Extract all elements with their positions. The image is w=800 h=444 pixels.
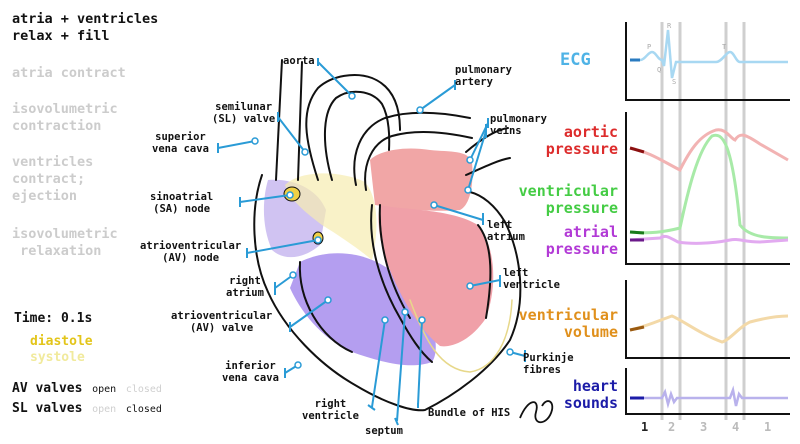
signature bbox=[519, 400, 554, 424]
label-pulmonary-veins: pulmonary veins bbox=[490, 113, 547, 137]
purkinje-line bbox=[409, 299, 513, 373]
label-superior-vena-cava: superior vena cava bbox=[152, 131, 209, 155]
graph-label-volume: ventricular volume bbox=[518, 306, 618, 341]
ecg-wave-t: T bbox=[722, 43, 727, 51]
ecg-wave-p: P bbox=[647, 43, 651, 51]
inner-lv-wall bbox=[477, 224, 492, 319]
inner-rv-wall bbox=[298, 261, 353, 353]
sl-valves-open: open bbox=[92, 404, 117, 415]
volume-axes bbox=[625, 280, 790, 359]
left-atrium-fill bbox=[370, 148, 473, 211]
label-aorta: aorta bbox=[283, 55, 315, 67]
phase-number-2: 2 bbox=[668, 420, 676, 434]
label-av-valve: atrioventricular (AV) valve bbox=[171, 310, 273, 334]
heart-outline bbox=[253, 174, 522, 412]
phase-dividers bbox=[660, 22, 746, 420]
label-left-atrium: left atrium bbox=[487, 219, 525, 243]
label-pulmonary-artery: pulmonary artery bbox=[455, 64, 512, 88]
graph-label-sounds: heart sounds bbox=[563, 377, 618, 412]
phase-number-3: 3 bbox=[700, 420, 708, 434]
label-inferior-vena-cava: inferior vena cava bbox=[222, 360, 279, 384]
av-valves-closed: closed bbox=[125, 384, 162, 395]
av-valves-open: open bbox=[92, 384, 117, 395]
graph-label-atrial: atrial pressure bbox=[545, 223, 618, 258]
label-purkinje: Purkinje fibres bbox=[523, 352, 574, 376]
pulmonary-trunk bbox=[353, 111, 471, 186]
ecg-axes bbox=[625, 22, 790, 101]
phase-isovolumetric-contraction: isovolumetric contraction bbox=[12, 101, 118, 134]
phase-number-4: 4 bbox=[732, 420, 740, 434]
ventricular-volume-trace bbox=[629, 314, 789, 344]
right-vessel bbox=[465, 127, 511, 176]
ventricular-pressure-trace bbox=[629, 133, 789, 240]
label-semilunar-valve: semilunar (SL) valve bbox=[212, 101, 276, 125]
left-ventricle-fill bbox=[378, 205, 494, 347]
label-bundle-his: Bundle of HIS bbox=[428, 407, 511, 419]
phase-number-1: 1 bbox=[641, 420, 649, 434]
systole-label: systole bbox=[30, 350, 85, 365]
sl-valves-title: SL valves bbox=[12, 401, 83, 416]
ecg-trace bbox=[630, 29, 788, 79]
conduction-glow bbox=[285, 173, 377, 260]
sl-valves-status: SL valves open closed bbox=[12, 397, 162, 416]
ecg-wave-q: Q bbox=[657, 66, 661, 74]
ecg-wave-r: R bbox=[667, 22, 672, 30]
ecg-wave-s: S bbox=[672, 78, 676, 86]
label-left-ventricle: left ventricle bbox=[503, 267, 560, 291]
phase-isovolumetric-relaxation: isovolumetric relaxation bbox=[12, 226, 118, 259]
diastole-label: diastole bbox=[30, 334, 93, 349]
label-right-atrium: right atrium bbox=[226, 275, 264, 299]
aorta-outline bbox=[305, 74, 401, 181]
graph-label-ventricular-pressure: ventricular pressure bbox=[518, 182, 618, 217]
av-valves-title: AV valves bbox=[12, 381, 83, 396]
phase-relax-fill: atria + ventricles relax + fill bbox=[12, 11, 159, 44]
phase-ejection: ventricles contract; ejection bbox=[12, 154, 94, 204]
graph-label-ecg: ECG bbox=[560, 50, 591, 70]
pressure-axes bbox=[625, 112, 790, 265]
av-valves-status: AV valves open closed bbox=[12, 377, 162, 396]
phase-number-5: 1 bbox=[764, 420, 772, 434]
label-av-node: atrioventricular (AV) node bbox=[140, 240, 242, 264]
label-right-ventricle: right ventricle bbox=[302, 398, 359, 422]
graph-label-aortic: aortic pressure bbox=[545, 123, 618, 158]
heart-sounds-trace bbox=[630, 385, 788, 409]
sl-valves-closed: closed bbox=[125, 404, 162, 415]
aortic-pressure-trace bbox=[629, 128, 789, 173]
label-septum: septum bbox=[365, 425, 403, 437]
phase-atria-contract: atria contract bbox=[12, 65, 126, 81]
sounds-axes bbox=[625, 368, 790, 415]
label-sa-node: sinoatrial (SA) node bbox=[150, 191, 214, 215]
time-readout: Time: 0.1s bbox=[14, 311, 93, 326]
atrial-pressure-trace bbox=[629, 234, 789, 245]
